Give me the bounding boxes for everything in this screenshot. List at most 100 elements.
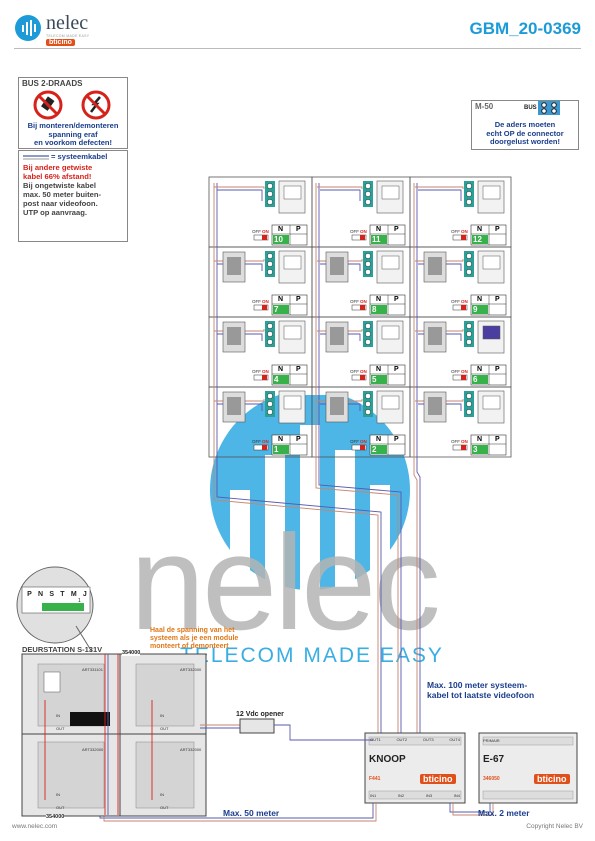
cable-legend-label: = systeemkabel — [51, 152, 108, 161]
m50-line2: echt OP de connector — [486, 128, 564, 138]
nelec-logo-icon — [15, 15, 41, 41]
switch-off-label: OFF — [451, 229, 460, 234]
switch-off-label: OFF — [252, 299, 261, 304]
unit-wiring — [317, 390, 406, 456]
switch-off-label: OFF — [350, 439, 359, 444]
power-note-line3: monteert of demonteert — [150, 643, 229, 650]
switch-on-label: ON — [262, 299, 269, 304]
terminal-green-contacts — [42, 603, 84, 611]
terminal-1: 1 — [78, 598, 81, 604]
terminal-t: T — [60, 591, 65, 598]
m50-line3: doorgelust worden! — [490, 137, 560, 146]
cable-note-line3: Bij ongetwiste kabel — [23, 181, 97, 190]
switch-on-label: ON — [461, 439, 468, 444]
part-number-bottom: 354000 — [46, 814, 65, 820]
bus-note-line2: spanning eraf — [48, 129, 98, 139]
np-p-label: P — [394, 436, 399, 443]
unit-number: 5 — [372, 375, 377, 384]
watermark-logo — [210, 395, 410, 605]
np-n-label: N — [278, 366, 284, 373]
knoop-in4: IN4 — [453, 793, 460, 798]
knoop-out4: OUT4 — [449, 737, 460, 742]
switch-on-label: ON — [262, 369, 269, 374]
switch-on-label: ON — [360, 299, 367, 304]
terminal-j: J — [82, 591, 87, 598]
door-station-wiring — [44, 654, 153, 815]
brand-logo: nelec TELECOM MADE EASY bticino — [14, 12, 104, 46]
switch-off-label: OFF — [451, 369, 460, 374]
apartment-grid — [208, 176, 512, 458]
knoop-in2: IN2 — [397, 793, 405, 798]
unit-wiring — [415, 180, 507, 246]
opener-label: 12 Vdc opener — [236, 711, 284, 718]
switch-off-label: OFF — [252, 439, 261, 444]
knoop-in3: IN3 — [425, 793, 433, 798]
module-out-3: OUT — [56, 805, 65, 810]
unit-number: 9 — [473, 305, 478, 314]
m50-line1: De aders moeten — [494, 120, 556, 129]
no-plug-icon — [33, 90, 63, 120]
switch-off-label: OFF — [350, 299, 359, 304]
knoop-title: KNOOP — [369, 754, 406, 765]
terminal-labels: P N S T M J — [24, 591, 90, 598]
cable-note-line6: UTP op aanvraag. — [23, 208, 88, 217]
np-n-label: N — [376, 436, 382, 443]
switch-off-label: OFF — [350, 369, 359, 374]
unit-wiring — [214, 180, 308, 246]
switch-on-label: ON — [262, 229, 269, 234]
m50-note: M-50 BUS De aders moeten echt OP de conn… — [471, 100, 579, 150]
psu-model: 346050 — [483, 776, 500, 782]
psu-box — [478, 732, 578, 804]
unit-wiring — [415, 390, 507, 456]
module-label-3: ART332000 — [82, 747, 104, 752]
np-p-label: P — [495, 296, 500, 303]
module-label-2: ART332000 — [180, 667, 202, 672]
cable-note: = systeemkabel Bij andere getwiste kabel… — [18, 150, 128, 242]
cable-note-line5: post naar videofoon. — [23, 199, 98, 208]
knoop-out3: OUT3 — [422, 737, 434, 742]
np-p-label: P — [296, 436, 301, 443]
np-p-label: P — [296, 296, 301, 303]
unit-number: 2 — [372, 445, 377, 454]
np-n-label: N — [376, 366, 382, 373]
switch-on-label: ON — [461, 229, 468, 234]
psu-brand: bticino — [534, 774, 570, 784]
switch-on-label: ON — [360, 369, 367, 374]
partner-logo: bticino — [46, 39, 75, 46]
np-p-label: P — [296, 226, 301, 233]
unit-wiring — [415, 250, 507, 316]
switch-on-label: ON — [461, 369, 468, 374]
door-station — [21, 653, 207, 817]
module-out-1: OUT — [56, 726, 65, 731]
brand-name: nelec — [46, 12, 89, 34]
bus-note-title: BUS 2-DRAADS — [22, 79, 83, 88]
max-100-line2: kabel tot laatste videofoon — [427, 690, 535, 700]
switch-on-label: ON — [262, 439, 269, 444]
terminal-n: N — [38, 591, 44, 598]
np-n-label: N — [278, 296, 284, 303]
module-in-3: IN — [56, 792, 60, 797]
np-p-label: P — [495, 436, 500, 443]
power-note-line1: Haal de spanning van het — [150, 627, 235, 634]
unit-number: 4 — [274, 375, 279, 384]
np-p-label: P — [394, 226, 399, 233]
knoop-brand: bticino — [420, 774, 456, 784]
power-note-line2: systeem als je een module — [150, 635, 239, 642]
np-p-label: P — [495, 226, 500, 233]
riser-cables — [213, 457, 421, 733]
bus-note-line3: en voorkom defecten! — [34, 138, 112, 147]
np-n-label: N — [278, 436, 284, 443]
knoop-inputs: IN1 IN2 IN3 IN4 — [370, 793, 460, 798]
cable-note-line2: kabel 66% afstand! — [23, 172, 92, 181]
switch-off-label: OFF — [252, 369, 261, 374]
knoop-box — [364, 732, 466, 804]
power-note: Haal de spanning van het systeem als je … — [150, 627, 238, 651]
